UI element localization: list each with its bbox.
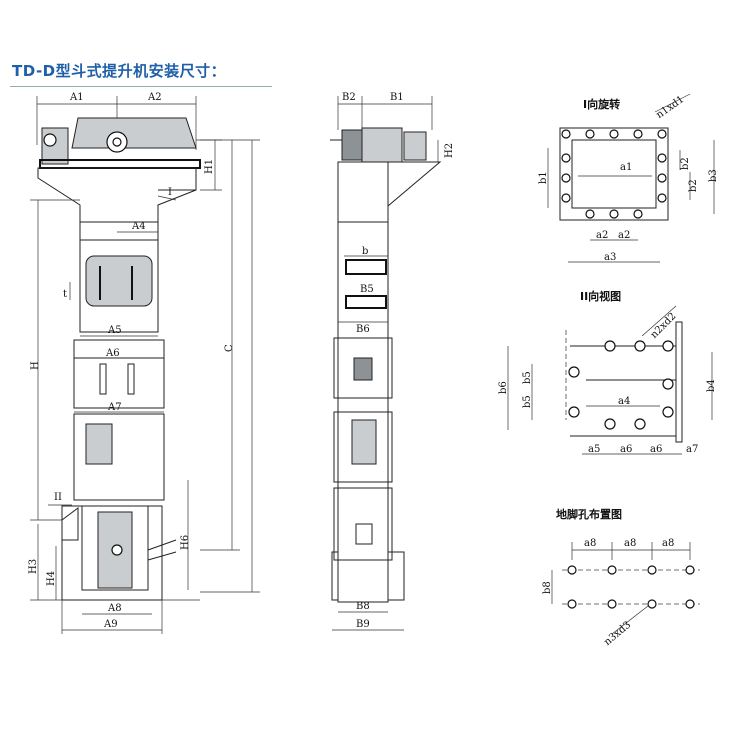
- dim-t: t: [63, 289, 67, 300]
- dim-a8-1: a8: [584, 538, 596, 549]
- dim-c: C: [224, 344, 235, 352]
- dim-a2-left: a2: [596, 230, 608, 241]
- dim-b: b: [362, 246, 368, 257]
- dim-h2: H2: [444, 143, 455, 158]
- front-view: A1 A2 I H1 A4 t A5: [28, 92, 260, 634]
- foundation-layout: 地脚孔布置图 a8 a8 a8 b8 n3xd3: [542, 507, 700, 648]
- flange-i-holes: [561, 129, 667, 219]
- dim-b2: B2: [342, 92, 356, 103]
- dim-a9: A9: [103, 619, 118, 630]
- dim-a8-2: a8: [624, 538, 636, 549]
- view-i-title: I向旋转: [583, 97, 620, 111]
- dim-a6-2: a6: [650, 444, 662, 455]
- dim-a5-view-ii: a5: [588, 444, 600, 455]
- dim-b2b: b2: [688, 179, 699, 192]
- flange-i-inner: [571, 139, 657, 209]
- dim-b6: b6: [498, 381, 509, 394]
- inspection-door: [85, 255, 153, 307]
- dim-a6-1: a6: [620, 444, 632, 455]
- motor: [361, 127, 403, 163]
- dim-a4-view-ii: a4: [618, 396, 630, 407]
- dim-a2-right: a2: [618, 230, 630, 241]
- view-ii-marker: II: [54, 492, 62, 503]
- title-underline: [10, 86, 272, 87]
- dim-a4: A4: [131, 221, 146, 232]
- dim-a3: a3: [604, 252, 616, 263]
- dim-h4: H4: [46, 571, 57, 586]
- flange-i-outer: [559, 127, 669, 221]
- flange-ii-plate: [675, 321, 683, 443]
- dim-b1: B1: [390, 92, 404, 103]
- dim-b5: b5: [522, 371, 533, 384]
- window: [85, 423, 113, 465]
- view-i: I向旋转 n1xd1 a1 a2 a2 a3 b1 b2 b2 b3: [538, 93, 719, 263]
- casing-middle: [73, 339, 165, 409]
- dim-b5b: b5: [522, 395, 533, 408]
- casing-upper: [79, 221, 159, 333]
- dim-a8: A8: [107, 603, 122, 614]
- dim-a7: A7: [107, 402, 122, 413]
- dim-b2: b2: [680, 157, 691, 170]
- dim-b9: B9: [356, 619, 370, 630]
- head-hopper: [37, 167, 197, 223]
- dim-h: H: [30, 361, 41, 370]
- dim-b6: B6: [356, 324, 370, 335]
- dim-h1: H1: [204, 159, 215, 174]
- view-ii-title: II向视图: [580, 289, 621, 303]
- dim-b8: b8: [542, 581, 553, 594]
- head-cover: [71, 117, 197, 149]
- dim-a1: A1: [69, 92, 84, 103]
- casing-lower: [73, 413, 165, 501]
- dim-a5: A5: [107, 325, 122, 336]
- dim-b5: B5: [360, 284, 374, 295]
- dim-b8: B8: [356, 601, 370, 612]
- dim-a7: a7: [686, 444, 698, 455]
- head-drive-left: [41, 127, 69, 165]
- dim-a2: A2: [147, 92, 162, 103]
- svg-text:I: I: [168, 187, 172, 198]
- dim-a6: A6: [105, 348, 120, 359]
- dim-b1: b1: [538, 171, 549, 184]
- dim-h6: H6: [180, 535, 191, 550]
- dim-h3: H3: [28, 559, 39, 574]
- dim-b3: b3: [708, 169, 719, 182]
- dim-n3xd3: n3xd3: [602, 620, 633, 648]
- page-title: TD-D型斗式提升机安装尺寸：: [12, 62, 227, 80]
- view-ii: II向视图 n2xd2 a4 a5 a6 a6 a7 b4 b6 b5 b5: [498, 289, 717, 455]
- foundation-title: 地脚孔布置图: [556, 507, 622, 521]
- flange-ii-holes: [568, 340, 674, 430]
- reducer: [403, 131, 427, 161]
- dim-n1xd1: n1xd1: [654, 94, 686, 121]
- side-view: B2 B1 H2 b B5 B6 B8 B9: [330, 92, 455, 631]
- dim-b4: b4: [706, 379, 717, 392]
- foundation-holes: [567, 565, 695, 609]
- dim-a8-3: a8: [662, 538, 674, 549]
- side-casing: [337, 161, 389, 603]
- dim-a1-view-i: a1: [620, 162, 632, 173]
